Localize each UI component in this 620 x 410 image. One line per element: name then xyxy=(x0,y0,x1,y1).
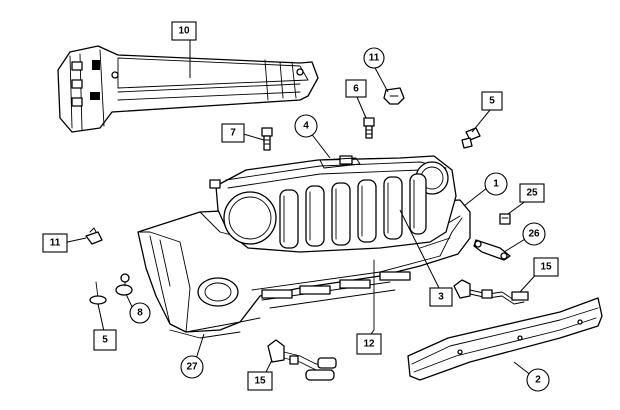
callout-label-27: 27 xyxy=(186,362,198,373)
callout-label-11-top: 11 xyxy=(369,53,380,64)
callout-5-top: 5 xyxy=(481,91,503,111)
callout-label-25: 25 xyxy=(526,188,538,199)
callout-label-15-bottom: 15 xyxy=(254,376,266,387)
part-clip-8 xyxy=(115,273,133,296)
callout-26: 26 xyxy=(522,222,546,246)
callout-4: 4 xyxy=(294,114,318,138)
callout-label-1: 1 xyxy=(493,179,499,190)
callout-11-left: 11 xyxy=(42,233,68,253)
callout-label-10: 10 xyxy=(178,26,190,37)
part-bolt-6 xyxy=(363,117,375,139)
callout-label-5-top: 5 xyxy=(489,96,495,107)
callout-label-6: 6 xyxy=(353,84,359,95)
callout-1: 1 xyxy=(484,172,508,196)
callout-2: 2 xyxy=(526,368,550,392)
callout-25: 25 xyxy=(519,183,545,203)
callout-8: 8 xyxy=(129,302,151,324)
callout-11-top: 11 xyxy=(363,47,385,69)
part-reinforcement-beam xyxy=(57,45,319,133)
callout-15-bottom: 15 xyxy=(247,371,273,391)
callout-label-26: 26 xyxy=(528,229,540,240)
part-push-clip-11-top xyxy=(383,87,405,105)
callout-label-8: 8 xyxy=(137,308,143,319)
part-screw-5-left xyxy=(89,281,107,305)
callout-7: 7 xyxy=(221,123,245,143)
callout-label-3: 3 xyxy=(438,292,444,303)
part-fog-lamp-harness-right xyxy=(453,279,529,305)
callout-6: 6 xyxy=(345,79,367,98)
part-screw-5-top xyxy=(461,127,481,149)
callout-label-7: 7 xyxy=(230,128,236,139)
callout-label-15-right: 15 xyxy=(540,262,552,273)
callout-label-12: 12 xyxy=(363,339,375,350)
callout-label-2: 2 xyxy=(535,375,541,386)
part-bolt-7 xyxy=(261,127,273,151)
callout-12: 12 xyxy=(356,333,382,355)
part-push-clip-11-left xyxy=(85,227,103,245)
part-lower-lip-27 xyxy=(169,329,241,339)
part-nut-25 xyxy=(499,213,511,225)
callout-10: 10 xyxy=(171,21,197,41)
part-grille xyxy=(209,155,457,253)
callout-label-4: 4 xyxy=(303,121,309,132)
callout-27: 27 xyxy=(180,355,204,379)
callout-5-left: 5 xyxy=(93,329,117,351)
callout-label-5-left: 5 xyxy=(102,335,108,346)
part-bracket-26 xyxy=(473,239,511,261)
part-wiring-harness-bottom xyxy=(267,339,337,381)
part-lower-reinforcement xyxy=(407,297,603,381)
callout-label-11-left: 11 xyxy=(50,238,61,249)
callout-3: 3 xyxy=(429,287,453,307)
callout-15-right: 15 xyxy=(533,257,559,277)
